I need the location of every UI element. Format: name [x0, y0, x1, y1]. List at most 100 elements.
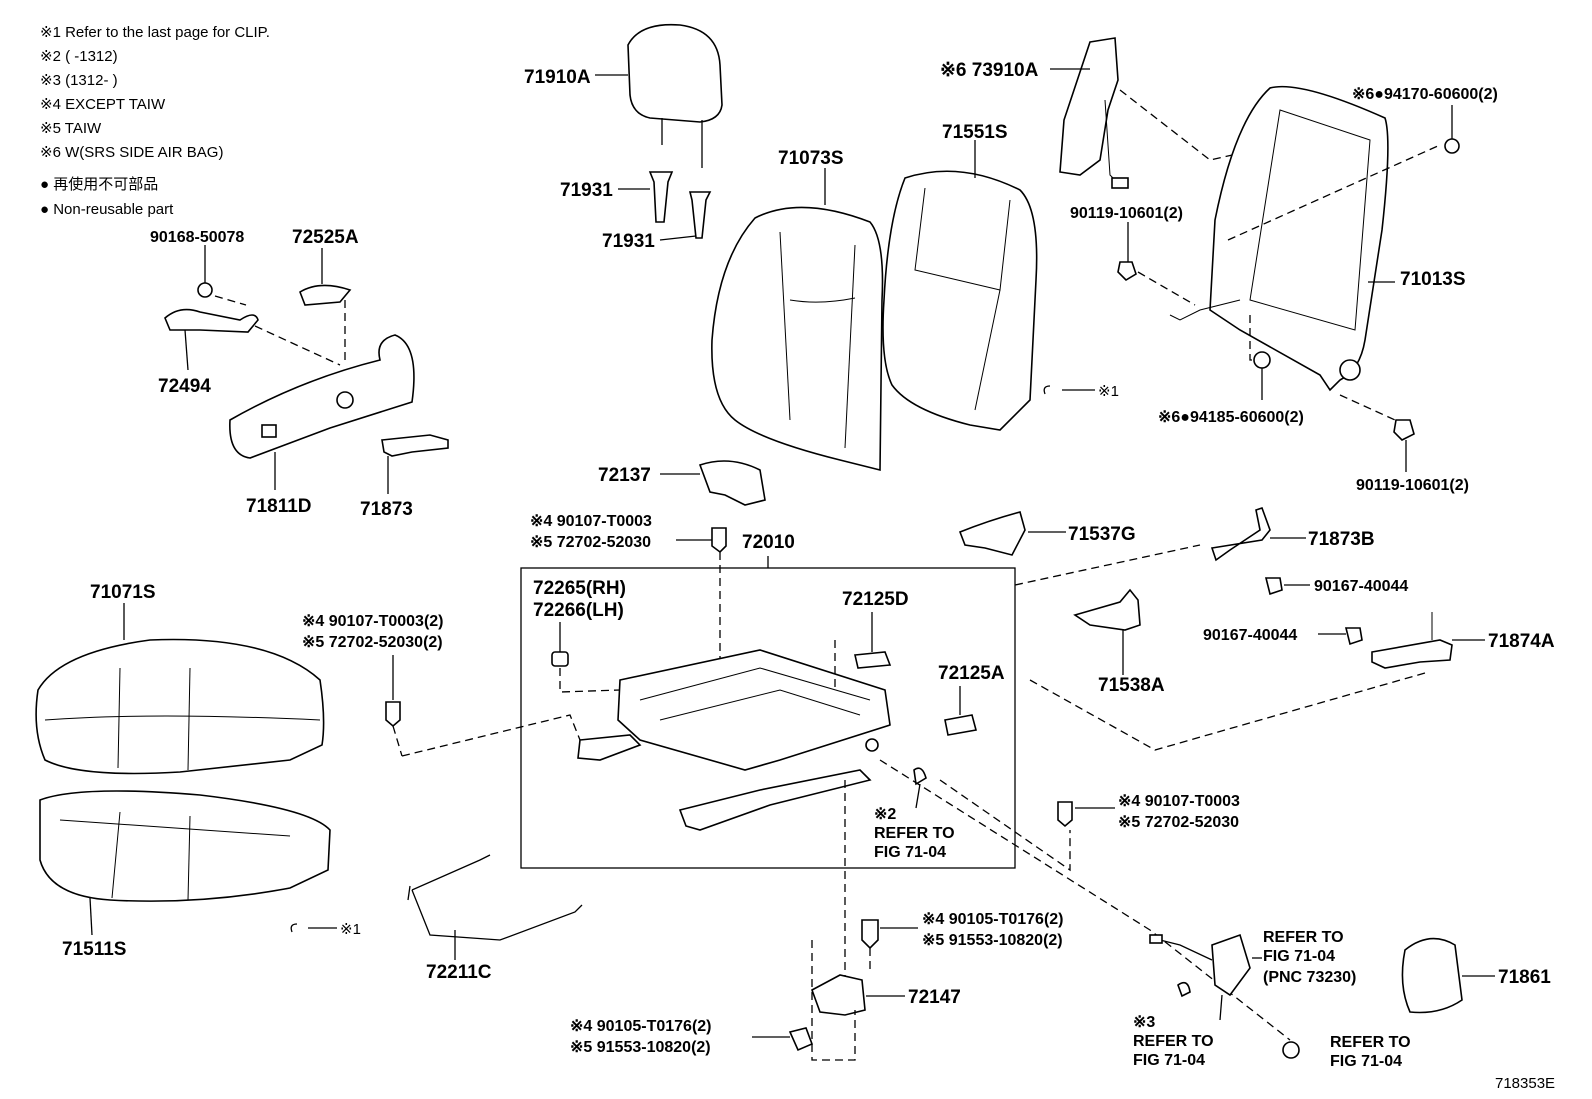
cover-71538A-part	[1073, 588, 1141, 675]
part-label-72147: 72147	[908, 987, 961, 1008]
side-airbag-part	[1050, 37, 1256, 189]
part-label-71538A: 71538A	[1098, 675, 1165, 696]
part-label-72211C: 72211C	[426, 962, 492, 983]
part-label-71537G: 71537G	[1068, 524, 1136, 545]
bracket-72147-part	[811, 940, 905, 1061]
part-label-94185: ※6●94185-60600(2)	[1158, 409, 1304, 426]
part-label-90105-b: ※4 90105-T0176(2)	[570, 1018, 712, 1035]
part-label-71811D: 71811D	[246, 496, 312, 517]
bracket-71873B-part	[1210, 506, 1306, 562]
part-label-90105-a: ※4 90105-T0176(2)	[922, 911, 1064, 928]
part-label-90168: 90168-50078	[150, 229, 244, 246]
part-label-72702-b: ※5 72702-52030(2)	[302, 634, 443, 651]
part-label-73910A: ※6 73910A	[940, 60, 1039, 81]
part-label-90107-b: ※4 90107-T0003(2)	[302, 613, 444, 630]
note-non-reusable-en: ● Non-reusable part	[40, 201, 174, 218]
cover-71537G-part	[958, 511, 1066, 556]
note-refer-to-4: REFER TO	[1133, 1033, 1214, 1050]
part-label-72265: 72265(RH)	[533, 578, 626, 599]
cover-72125D-part	[834, 612, 892, 690]
part-label-72702-c: ※5 72702-52030	[1118, 814, 1239, 831]
part-label-71551S: 71551S	[942, 122, 1008, 143]
seatback-pad-part	[882, 140, 1038, 431]
note-5: ※5 TAIW	[40, 120, 102, 137]
bracket-71873-part	[381, 434, 449, 494]
part-label-90107-a: ※4 90107-T0003	[530, 513, 652, 530]
part-label-71910A: 71910A	[524, 67, 591, 88]
note-non-reusable-jp: ● 再使用不可部品	[40, 176, 158, 193]
part-label-72494: 72494	[158, 376, 211, 397]
dashed-guide-upper-right	[1014, 544, 1201, 586]
note-4: ※4 EXCEPT TAIW	[40, 96, 166, 113]
note-3: ※3 (1312- )	[40, 72, 118, 89]
bracket-71874A-part	[1371, 612, 1485, 669]
seat-cushion-pad-part	[39, 790, 331, 936]
note-fig-2: FIG 71-04	[874, 844, 946, 861]
clip-note-upper: ※1	[1098, 383, 1119, 400]
part-label-71873B: 71873B	[1308, 529, 1375, 550]
part-label-71931-lower: 71931	[602, 231, 655, 252]
note-refer-to-3: REFER TO	[1263, 929, 1344, 946]
clip-reference-1	[1043, 385, 1095, 395]
part-label-91553-b: ※5 91553-10820(2)	[570, 1039, 711, 1056]
part-label-90107-c: ※4 90107-T0003	[1118, 793, 1240, 810]
part-label-71861: 71861	[1498, 967, 1551, 988]
part-label-72702-a: ※5 72702-52030	[530, 534, 651, 551]
cover-72525A-part	[299, 248, 352, 360]
bolt-90105-a-part	[861, 919, 918, 970]
bolt-belt-anchor-part	[1282, 1041, 1300, 1059]
bolt-90168-part	[197, 245, 247, 306]
note-6: ※6 W(SRS SIDE AIR BAG)	[40, 144, 223, 161]
note-refer-to-2: REFER TO	[874, 825, 955, 842]
part-label-72266: 72266(LH)	[533, 600, 624, 621]
part-label-71873: 71873	[360, 499, 413, 520]
headrest-support-parts	[618, 171, 712, 241]
bolt-90107-c-part	[1057, 801, 1115, 828]
note-refer-to-5: REFER TO	[1330, 1034, 1411, 1051]
part-label-72125A: 72125A	[938, 663, 1005, 684]
part-label-90119-upper: 90119-10601(2)	[1070, 205, 1183, 222]
part-label-71511S: 71511S	[62, 939, 126, 960]
seat-track-frame-part	[577, 649, 927, 831]
part-label-72010: 72010	[742, 532, 795, 553]
part-label-72125D: 72125D	[842, 589, 909, 610]
nut-94170-part	[1444, 105, 1460, 154]
note-2: ※2 ( -1312)	[40, 48, 118, 65]
note-fig-5: FIG 71-04	[1330, 1053, 1402, 1070]
clip-72137-part	[660, 460, 766, 506]
nut-94185-part	[1253, 351, 1271, 400]
bolt-90107-b-part	[385, 655, 403, 757]
cover-72125A-part	[944, 686, 977, 736]
note-clip: ※1 Refer to the last page for CLIP.	[40, 24, 270, 41]
bolt-90167-a-part	[1264, 577, 1310, 596]
dashed-guide-left	[401, 714, 581, 757]
part-label-71071S: 71071S	[90, 582, 156, 603]
part-label-72137: 72137	[598, 465, 651, 486]
part-label-72525A: 72525A	[292, 227, 359, 248]
part-label-71013S: 71013S	[1400, 269, 1466, 290]
seatback-frame-part	[1169, 85, 1441, 421]
bolt-90119-lower-part	[1393, 419, 1415, 472]
clip-reference-2	[290, 923, 337, 933]
cover-71861-part	[1401, 937, 1495, 1014]
note-fig-3: FIG 71-04	[1263, 948, 1335, 965]
bolt-90107-a-part	[676, 527, 727, 665]
figure-id: 718353E	[1495, 1075, 1555, 1092]
bolt-90167-b-part	[1318, 627, 1363, 646]
part-label-90119-lower: 90119-10601(2)	[1356, 477, 1469, 494]
part-label-90167-a: 90167-40044	[1314, 578, 1408, 595]
cover-72265-part	[551, 622, 621, 693]
note-fig-4: FIG 71-04	[1133, 1052, 1205, 1069]
part-label-71073S: 71073S	[778, 148, 844, 169]
note-ref-2: ※2	[874, 806, 896, 823]
headrest-part	[595, 23, 723, 168]
hinge-72494-part	[164, 308, 341, 371]
seat-belt-buckle-part	[1149, 933, 1262, 1021]
seat-cushion-cover-part	[35, 603, 325, 775]
recliner-cover-71811D-part	[229, 334, 415, 490]
part-label-71874A: 71874A	[1488, 631, 1555, 652]
part-label-94170: ※6●94170-60600(2)	[1352, 86, 1498, 103]
notes-legend: ※1 Refer to the last page for CLIP. ※2 (…	[40, 24, 270, 218]
part-label-71931-upper: 71931	[560, 180, 613, 201]
